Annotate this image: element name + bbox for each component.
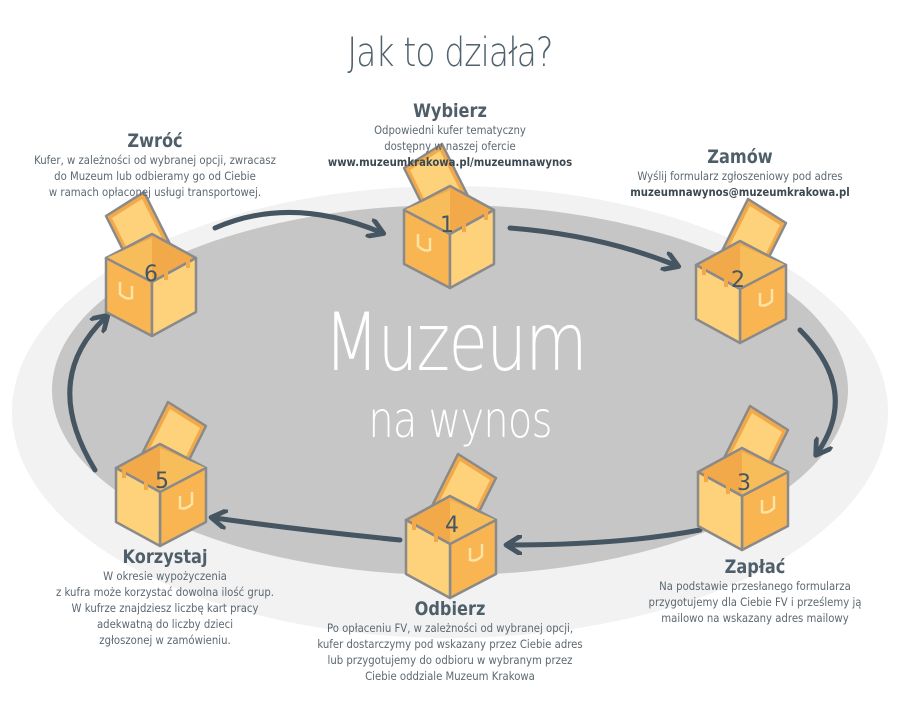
step-4-line-3: lub przygotujemy do odbioru w wybranym p… <box>327 653 573 667</box>
step-4-title: Odbierz <box>414 598 486 620</box>
arrow-3-to-4 <box>510 527 703 545</box>
box-number-2: 2 <box>731 268 745 293</box>
step-1-line-2: dostępny w naszej ofercie <box>384 139 516 153</box>
step-3-title: Zapłać <box>724 556 786 578</box>
box-number-5: 5 <box>155 469 169 494</box>
center-title: Muzeum <box>323 296 588 389</box>
step-6-title: Zwróć <box>127 130 183 152</box>
svg-text:1: 1 <box>440 213 454 238</box>
step-4-text: Odbierz Po opłaceniu FV, w zależności od… <box>290 598 610 684</box>
step-2-title: Zamów <box>707 146 773 168</box>
step-5-line-3: W kufrze znajdziesz liczbę kart pracy <box>71 601 259 615</box>
step-2-line-1: Wyślij formularz zgłoszeniowy pod adres <box>637 169 843 183</box>
inner-ellipse <box>52 205 848 575</box>
center-subtitle: na wynos <box>368 391 552 449</box>
arrow-5-to-6 <box>67 318 105 473</box>
step-3-line-1: Na podstawie przesłanego formularza <box>659 579 851 593</box>
arrow-1-to-2 <box>507 225 675 265</box>
step-3-text: Zapłać Na podstawie przesłanego formular… <box>610 556 900 626</box>
step-4-line-4: Ciebie oddziale Muzeum Krakowa <box>365 669 535 683</box>
page-title: Jak to działa? <box>347 30 553 76</box>
step-5-title: Korzystaj <box>122 546 208 568</box>
step-6-line-3: w ramach opłaconej usługi transportowej. <box>48 185 262 199</box>
step-4-line-1: Po opłaceniu FV, w zależności od wybrane… <box>326 621 574 635</box>
box-number-3: 3 <box>737 471 751 496</box>
step-5-text: Korzystaj W okresie wypożyczenia z kufra… <box>20 546 310 648</box>
step-4-line-2: kufer dostarczymy pod wskazany przez Cie… <box>317 637 583 651</box>
step-1-link[interactable]: www.muzeumkrakowa.pl/muzeumnawynos <box>327 155 573 169</box>
step-5-line-4: adekwatną do liczby dzieci <box>96 617 234 631</box>
box-number-4: 4 <box>445 513 459 538</box>
step-1-line-1: Odpowiedni kufer tematyczny <box>374 123 526 137</box>
step-2-email[interactable]: muzeumnawynos@muzeumkrakowa.pl <box>630 185 850 199</box>
box-number-6: 6 <box>144 262 158 287</box>
box-step-1: 1 <box>402 142 496 290</box>
step-6-text: Zwróć Kufer, w zależności od wybranej op… <box>0 130 310 200</box>
step-3-line-3: mailowo na wskazany adres mailowy <box>661 611 849 625</box>
arrow-6-to-1 <box>212 210 380 232</box>
arrow-4-to-5 <box>215 518 403 543</box>
step-5-line-2: z kufra może korzystać dowolna ilość gru… <box>55 585 275 599</box>
step-5-line-5: zgłoszonej w zamówieniu. <box>99 633 231 647</box>
arrow-2-to-3 <box>797 327 838 452</box>
step-5-line-1: W okresie wypożyczenia <box>103 569 227 583</box>
step-1-text: Wybierz Odpowiedni kufer tematyczny dost… <box>300 100 600 170</box>
step-2-text: Zamów Wyślij formularz zgłoszeniowy pod … <box>600 146 880 200</box>
step-6-line-2: do Muzeum lub odbieramy go od Ciebie <box>54 169 256 183</box>
step-1-title: Wybierz <box>413 100 487 122</box>
step-3-line-2: przygotujemy dla Ciebie FV i prześlemy j… <box>648 595 862 609</box>
step-6-line-1: Kufer, w zależności od wybranej opcji, z… <box>34 153 276 167</box>
